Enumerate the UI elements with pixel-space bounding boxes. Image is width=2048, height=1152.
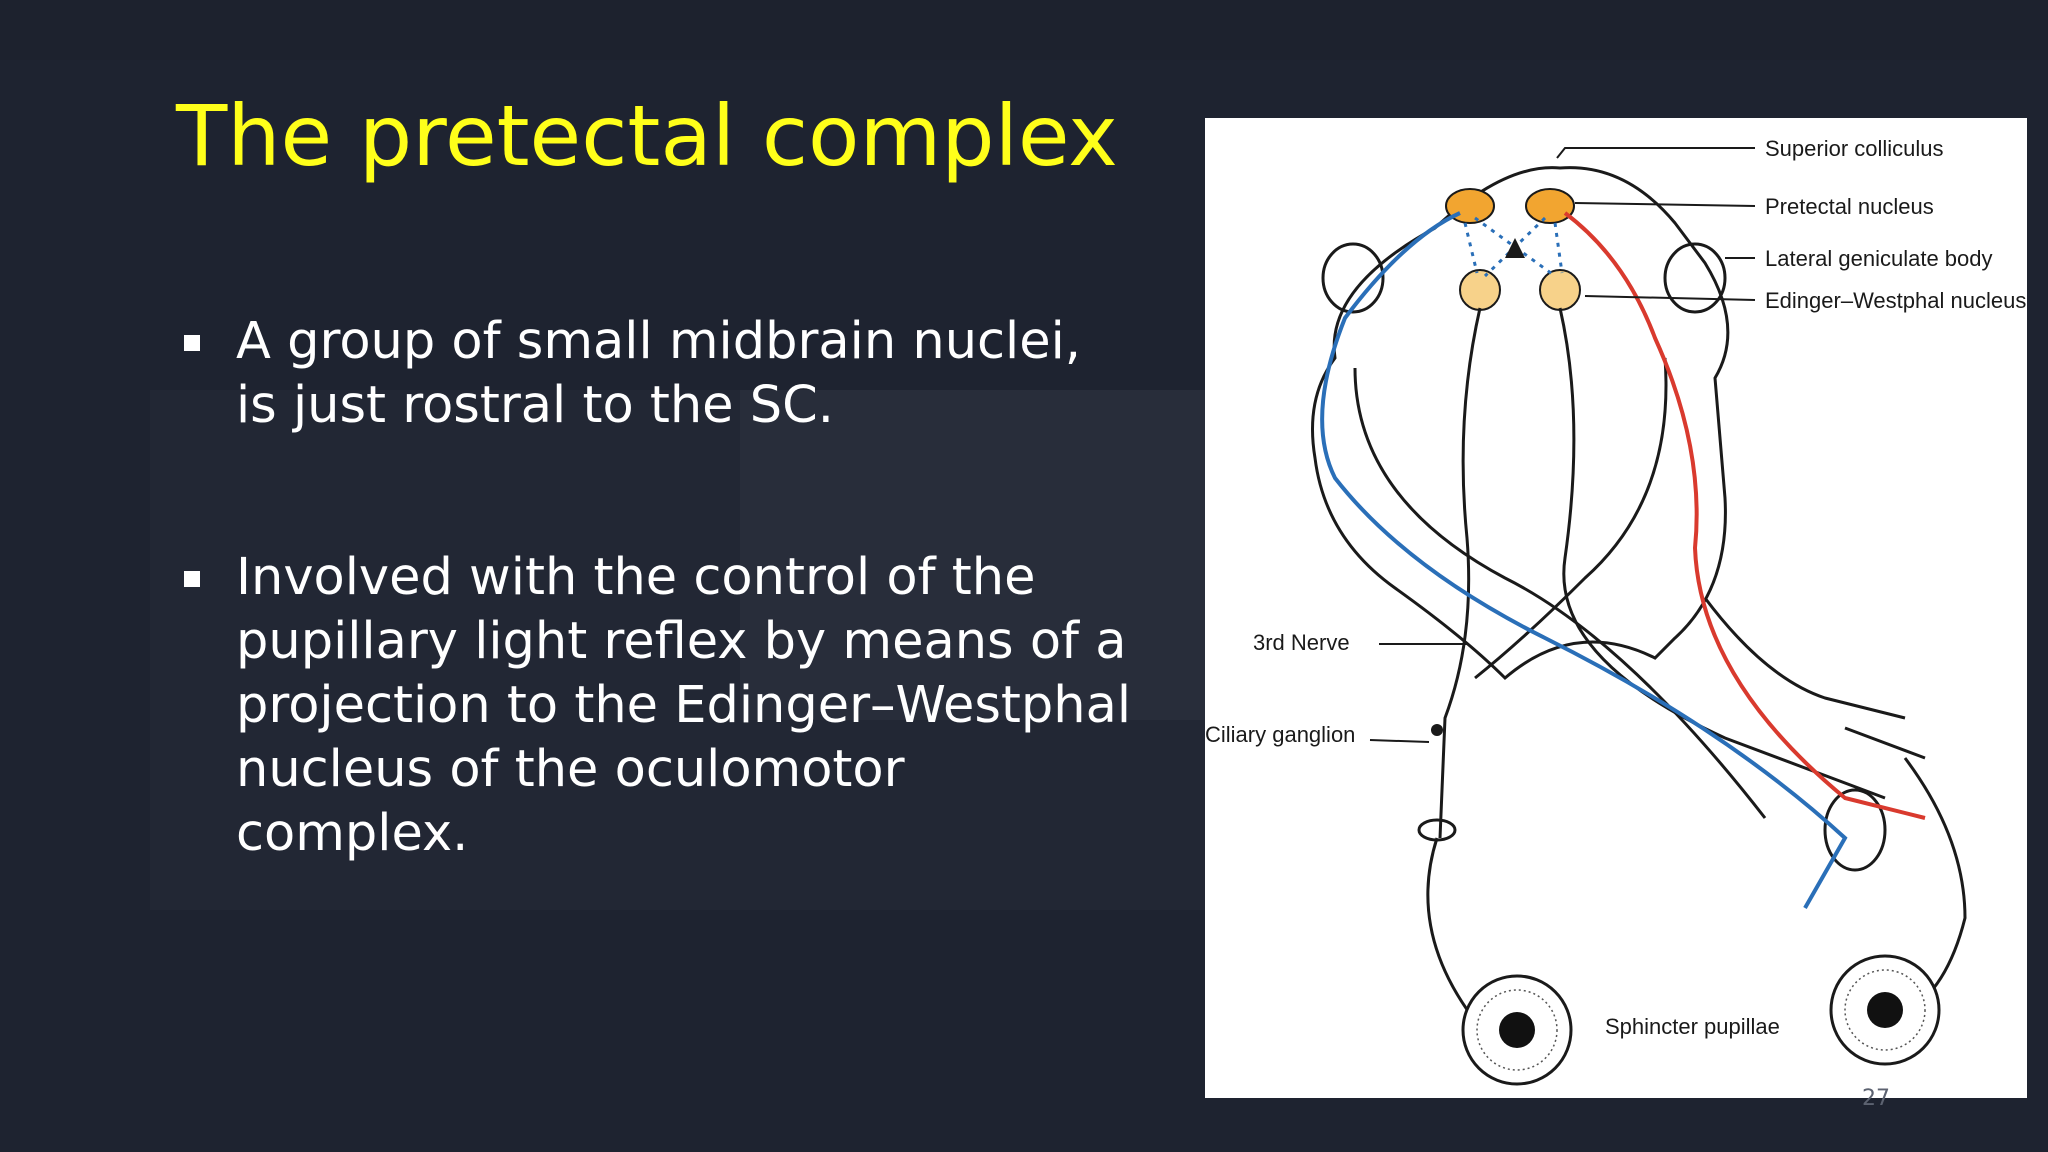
midbrain-outline [1311,166,1730,681]
optic-tract-right [1474,357,1668,680]
optic-nerve-cut-left [1417,818,1457,842]
pretectal-nucleus-right [1525,188,1575,224]
blue-afferent-pathway [1320,211,1848,909]
slide-title: The pretectal complex [176,87,1118,185]
lateral-geniculate-body-left [1321,242,1385,314]
decussation-marker [1505,238,1525,258]
label-ciliary-ganglion: Ciliary ganglion [1205,722,1355,747]
bullet-text: A group of small midbrain nuclei, is jus… [236,312,1081,435]
diagram-svg: Superior colliculus Pretectal nucleus La… [1205,136,2026,1086]
background-band-top [0,0,2048,60]
label-pretectal-nucleus: Pretectal nucleus [1765,194,1934,219]
lateral-geniculate-body-right [1663,242,1727,314]
eye-right [1829,954,1941,1066]
bullet-square-icon [184,335,200,351]
oculomotor-nerve-left [1438,307,1482,839]
label-third-nerve: 3rd Nerve [1253,630,1350,655]
bullet-item: Involved with the control of the pupilla… [176,546,1136,866]
optic-tract-left [1353,367,1767,819]
label-edinger-westphal-nucleus: Edinger–Westphal nucleus [1765,288,2026,313]
bullet-square-icon [184,571,200,587]
red-afferent-pathway [1563,211,1926,820]
eye-left [1461,974,1573,1086]
label-sphincter-pupillae: Sphincter pupillae [1605,1014,1780,1039]
label-superior-colliculus: Superior colliculus [1765,136,1944,161]
pupillary-reflex-diagram: Superior colliculus Pretectal nucleus La… [1205,118,2027,1098]
label-lateral-geniculate-body: Lateral geniculate body [1765,246,1993,271]
ciliary-ganglion [1431,724,1443,736]
label-leaders [1369,147,1756,743]
bullet-item: A group of small midbrain nuclei, is jus… [176,310,1136,438]
bullet-text: Involved with the control of the pupilla… [236,548,1132,863]
edinger-westphal-nucleus-right [1539,269,1581,311]
slide-number: 27 [1862,1086,1890,1111]
bullet-list: A group of small midbrain nuclei, is jus… [176,310,1136,974]
edinger-westphal-nucleus-left [1459,269,1501,311]
optic-nerve-cut-right [1823,788,1887,872]
background-shape-accent [740,390,1210,720]
optic-nerve-right [1703,597,1926,760]
